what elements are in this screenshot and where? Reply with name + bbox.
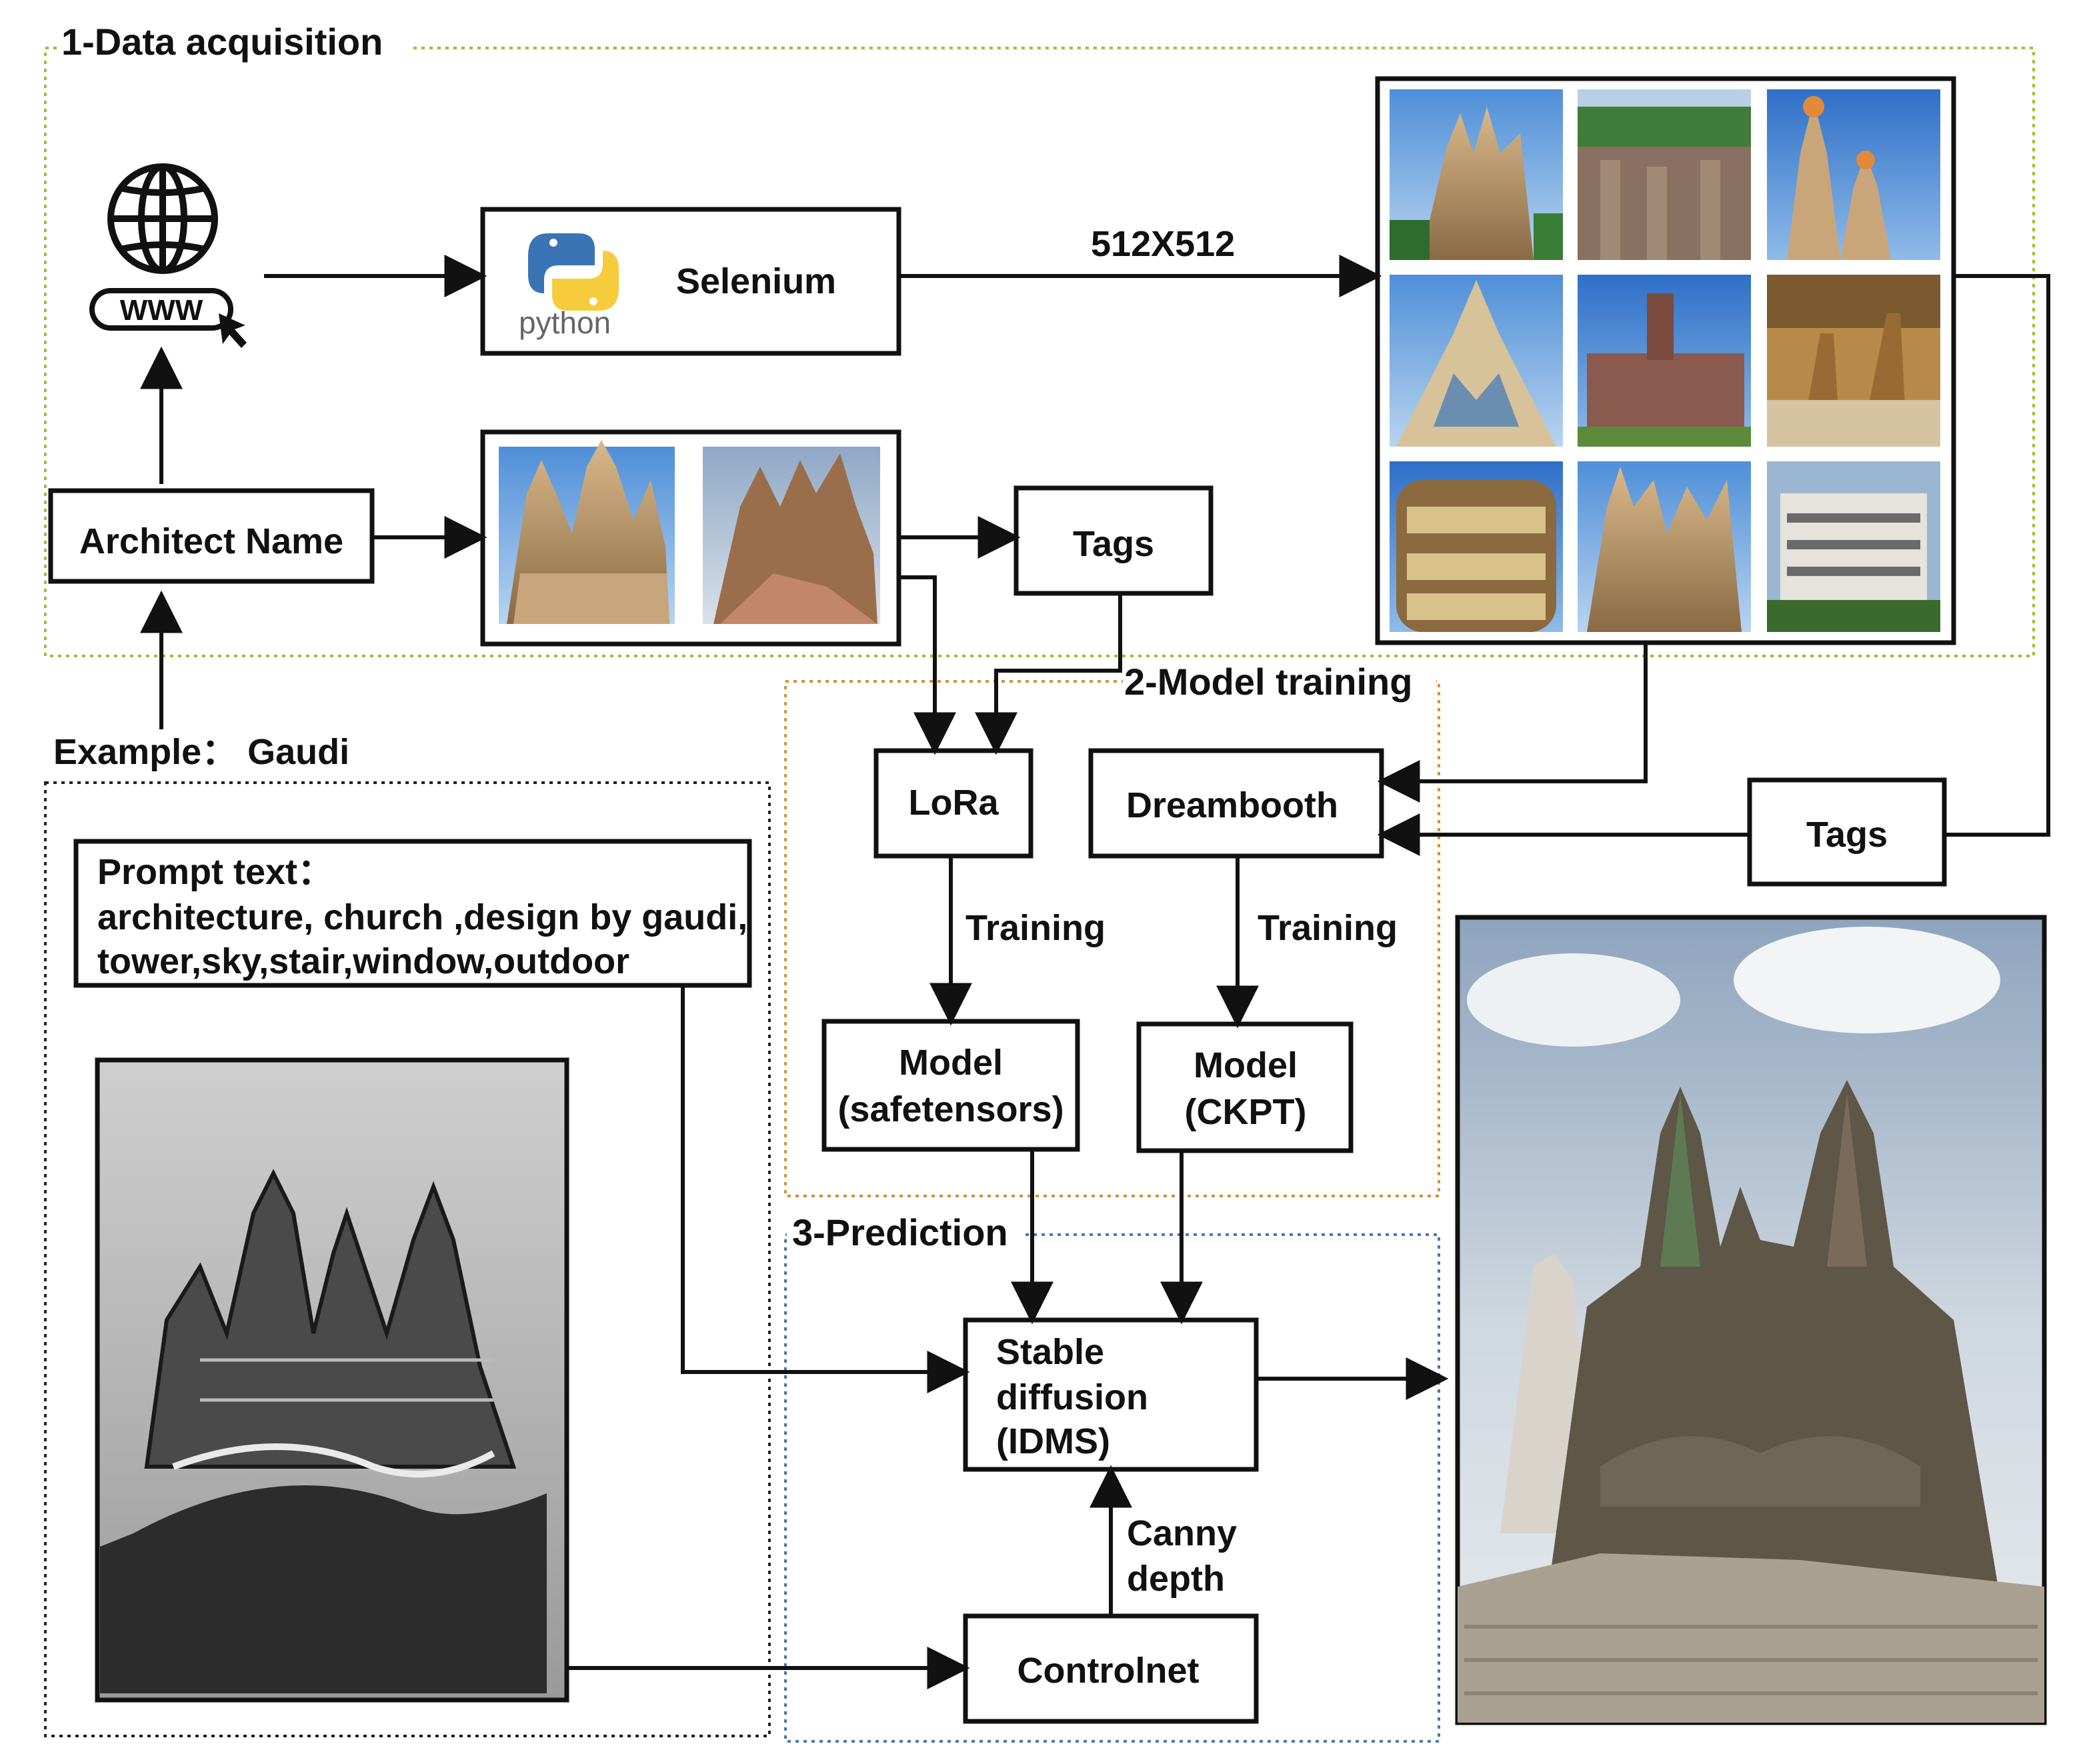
cursor-icon	[219, 313, 247, 348]
resolution-label: 512X512	[1091, 224, 1235, 264]
tags-right-box	[1747, 777, 1947, 887]
lora-box[interactable]	[873, 748, 1033, 859]
architect-name-box	[48, 488, 375, 584]
grid-image-8	[1578, 461, 1751, 632]
controlnet-label: Controlnet	[1017, 1651, 1200, 1691]
dreambooth-label: Dreambooth	[1126, 785, 1338, 825]
stable-diffusion-line-1: Stable	[996, 1332, 1104, 1372]
training-left-label: Training	[965, 908, 1106, 948]
dreambooth-box[interactable]	[1088, 748, 1384, 859]
python-label: python	[519, 305, 611, 340]
edge-samples-to-lora	[899, 575, 956, 755]
www-badge	[89, 288, 233, 331]
model-safetensors-box[interactable]	[821, 1019, 1080, 1152]
grid-image-1	[1390, 89, 1563, 260]
edge-grid-to-dreambooth	[1377, 643, 1648, 803]
stable-diffusion-line-3: (IDMS)	[996, 1421, 1110, 1461]
acquisition-section-frame	[44, 47, 2035, 657]
globe-icon	[107, 163, 218, 274]
prediction-section-title: 3-Prediction	[792, 1211, 1008, 1253]
grid-image-7	[1390, 461, 1563, 632]
grid-image-9	[1767, 461, 1940, 632]
prompt-text-box	[73, 839, 752, 988]
model-ckpt-box[interactable]	[1136, 1021, 1354, 1153]
grid-image-6	[1767, 275, 1940, 447]
prompt-line-2: tower,sky,stair,window,outdoor	[97, 941, 629, 981]
example-label: Example： Gaudi	[53, 732, 349, 772]
training-right-label: Training	[1258, 908, 1398, 948]
www-label: WWW	[120, 294, 203, 327]
depth-label: depth	[1127, 1559, 1225, 1599]
stable-diffusion-line-2: diffusion	[996, 1377, 1148, 1417]
architect-name-label: Architect Name	[79, 521, 343, 561]
lora-label: LoRa	[909, 783, 999, 823]
sample-image-sagrada-side	[703, 447, 880, 624]
grid-image-5	[1578, 275, 1751, 447]
tags-right-label: Tags	[1806, 815, 1888, 855]
grid-image-4	[1390, 275, 1563, 447]
prompt-line-1: architecture, church ,design by gaudi,	[97, 897, 747, 937]
tags-top-label: Tags	[1073, 524, 1154, 564]
grid-image-3	[1767, 89, 1940, 260]
sample-image-sagrada-front	[499, 440, 675, 624]
grid-image-2	[1578, 89, 1751, 260]
model-ckpt-line-2: (CKPT)	[1185, 1092, 1307, 1132]
model-ckpt-line-1: Model	[1194, 1045, 1298, 1085]
edge-tags-to-lora	[975, 593, 1122, 755]
prompt-title: Prompt text：	[97, 852, 333, 892]
model-safetensors-line-1: Model	[899, 1043, 1003, 1083]
output-image	[1455, 915, 2047, 1725]
training-section-title: 2-Model training	[1124, 661, 1412, 703]
image-grid	[1390, 89, 1940, 632]
selenium-label: Selenium	[676, 261, 836, 301]
canny-label: Canny	[1127, 1513, 1237, 1553]
example-section-frame	[44, 781, 771, 1737]
edge-grid-to-tags-right	[1944, 274, 2050, 837]
python-logo-icon	[528, 233, 619, 311]
edge-prompt-to-sd	[681, 985, 970, 1393]
sketch-image	[95, 1057, 569, 1703]
tags-top-box	[1013, 485, 1214, 596]
stable-diffusion-box[interactable]	[963, 1317, 1259, 1472]
acquisition-section-title: 1-Data acquisition	[61, 21, 383, 63]
prediction-section-frame	[784, 1233, 1440, 1743]
model-safetensors-line-2: (safetensors)	[837, 1089, 1064, 1129]
